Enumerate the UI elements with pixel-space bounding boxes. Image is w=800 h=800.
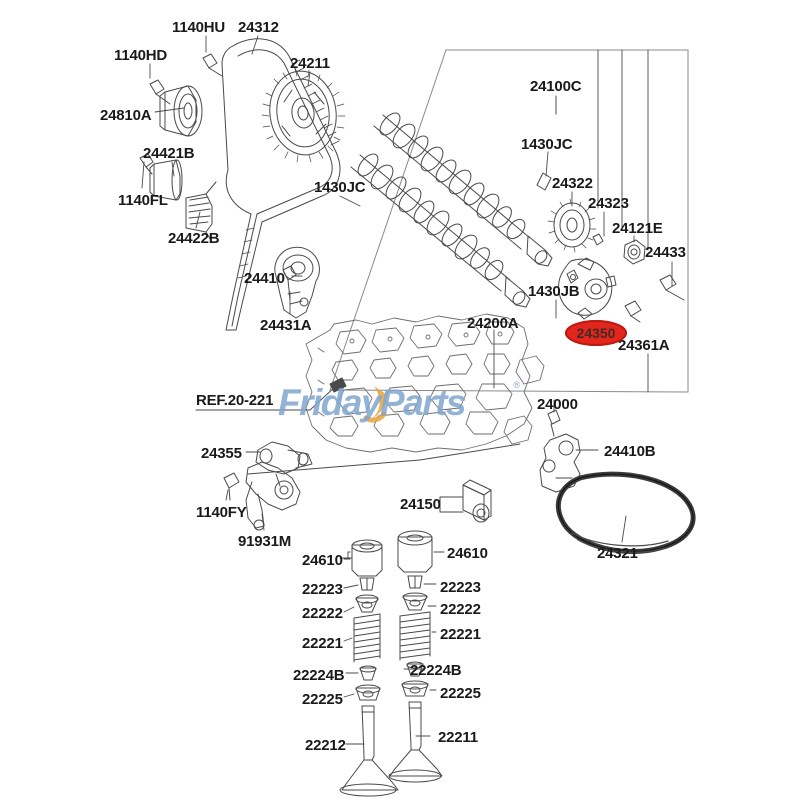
camshaft-lower-24200A [350, 153, 531, 308]
part-label-1430jc: 1430JC [521, 136, 573, 153]
part-label-91931m: 91931M [238, 533, 292, 550]
part-label-24150: 24150 [400, 496, 441, 513]
timing-chain-24321 [555, 471, 696, 555]
part-label-24000: 24000 [537, 396, 578, 413]
part-label-24100c: 24100C [530, 78, 582, 95]
part-label-1140fl: 1140FL [118, 192, 168, 209]
bolt-24361A [624, 300, 642, 323]
part-label-24322: 24322 [552, 175, 593, 192]
part-label-1140hd: 1140HD [114, 47, 168, 64]
part-label-22221: 22221 [440, 626, 481, 643]
part-label-24421b: 24421B [143, 145, 195, 162]
bracket-91931M [245, 461, 301, 531]
part-label-22225: 22225 [440, 685, 481, 702]
bolt-24121E [592, 233, 604, 246]
dowel-pin-24322 [536, 172, 552, 191]
bushing-24421B [149, 159, 183, 201]
tensioner-spring-24422B [185, 181, 217, 243]
belt-tensioner-24410 [274, 246, 320, 319]
part-label-22222: 22222 [302, 605, 343, 622]
chain-tensioner-24410B [539, 433, 581, 493]
part-label-24361a: 24361A [618, 337, 670, 354]
part-label-24200a: 24200A [467, 315, 519, 332]
leader-lines [141, 35, 673, 745]
part-label-22222: 22222 [440, 601, 481, 618]
plug-24150 [439, 479, 492, 523]
cam-phaser-24350 [558, 257, 617, 320]
camshaft-upper-24100C [373, 112, 553, 267]
part-label-24323: 24323 [588, 195, 629, 212]
ref-leader-line [195, 377, 347, 411]
part-label-24312: 24312 [238, 19, 279, 36]
part-label-24410: 24410 [244, 270, 285, 287]
sensor-rod [247, 443, 521, 475]
part-label-1140fy: 1140FY [196, 504, 247, 521]
part-label-24610: 24610 [447, 545, 488, 562]
part-label-24610: 24610 [302, 552, 343, 569]
highlight-part-number: 24350 [576, 325, 616, 341]
cam-sprocket-24211 [261, 68, 346, 163]
idler-pulley-24810A [159, 85, 203, 137]
part-label-22212: 22212 [305, 737, 346, 754]
reference-label: REF.20-221 [196, 392, 274, 409]
part-label-24321: 24321 [597, 545, 638, 562]
part-label-24410b: 24410B [604, 443, 656, 460]
part-label-22225: 22225 [302, 691, 343, 708]
part-label-22224b: 22224B [410, 662, 462, 679]
bolt-1140HU [202, 53, 223, 77]
part-label-24433: 24433 [645, 244, 686, 261]
valve-stack-left [339, 539, 399, 797]
part-label-24211: 24211 [290, 55, 330, 72]
part-label-22211: 22211 [438, 729, 478, 746]
nut-24433 [623, 239, 646, 265]
part-label-24422b: 24422B [168, 230, 220, 247]
part-label-22223: 22223 [440, 579, 481, 596]
valve-stack-right [388, 530, 443, 783]
bolt-24431A [282, 265, 297, 301]
sensor-24355 [255, 441, 313, 487]
sensor-24000 [547, 409, 561, 437]
bolt-1140HD [149, 79, 171, 105]
part-label-1430jc: 1430JC [314, 179, 366, 196]
part-label-24355: 24355 [201, 445, 242, 462]
part-label-22221: 22221 [302, 635, 343, 652]
bolt-24433b [659, 274, 685, 301]
part-label-22223: 22223 [302, 581, 343, 598]
part-label-1430jb: 1430JB [528, 283, 580, 300]
part-label-24810a: 24810A [100, 107, 152, 124]
bolt-1140FY [223, 472, 240, 501]
part-label-22224b: 22224B [293, 667, 345, 684]
highlight-oval [565, 320, 627, 346]
part-label-24431a: 24431A [260, 317, 312, 334]
part-label-1140hu: 1140HU [172, 19, 226, 36]
part-label-24121e: 24121E [612, 220, 663, 237]
